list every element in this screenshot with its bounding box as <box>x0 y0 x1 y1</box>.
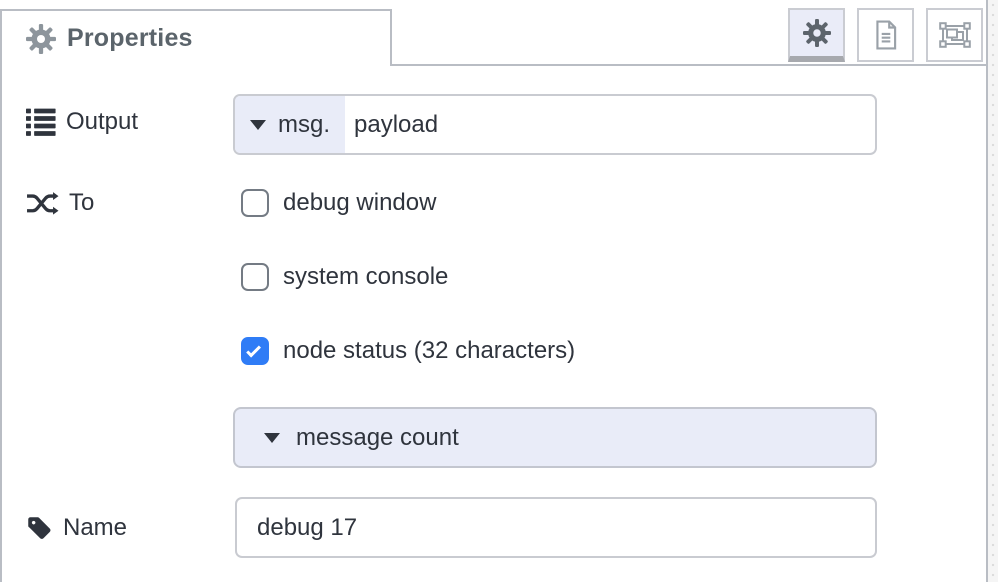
output-typed-input: msg. <box>233 94 877 155</box>
chevron-down-icon <box>264 432 280 443</box>
debug-window-checkbox-row[interactable]: debug window <box>241 189 436 217</box>
system-console-checkbox-row[interactable]: system console <box>241 263 448 291</box>
system-console-checkbox[interactable] <box>241 263 269 291</box>
node-status-label: node status (32 characters) <box>283 337 576 364</box>
to-label-text: To <box>69 189 95 216</box>
properties-tab-button[interactable] <box>788 8 845 62</box>
output-type-select-button[interactable]: msg. <box>235 96 345 153</box>
name-field-label: Name <box>26 513 127 543</box>
tab-properties-label: Properties <box>67 24 193 52</box>
file-text-icon <box>873 20 899 50</box>
editor-tab-toolbar <box>788 8 983 62</box>
panel-left-border <box>0 9 2 582</box>
chevron-down-icon <box>250 119 266 130</box>
debug-window-checkbox[interactable] <box>241 189 269 217</box>
to-field-label: To <box>26 188 94 218</box>
status-type-dropdown[interactable]: message count <box>233 407 877 468</box>
status-type-value: message count <box>296 423 459 451</box>
tabbar-bottom-line <box>392 64 986 66</box>
output-label-text: Output <box>66 108 139 135</box>
debug-window-label: debug window <box>283 189 437 216</box>
tab-properties[interactable]: Properties <box>2 9 392 66</box>
output-type-prefix: msg. <box>278 110 331 138</box>
system-console-label: system console <box>283 263 449 290</box>
shuffle-icon <box>26 190 59 217</box>
description-tab-button[interactable] <box>857 8 914 62</box>
name-label-text: Name <box>63 514 128 541</box>
gear-icon <box>802 19 831 47</box>
gear-icon <box>26 23 56 54</box>
workspace-grid-strip <box>988 0 998 582</box>
name-input[interactable] <box>235 497 877 558</box>
object-group-icon <box>938 21 971 49</box>
appearance-tab-button[interactable] <box>926 8 983 62</box>
tag-icon <box>26 515 53 542</box>
node-status-checkbox-row[interactable]: node status (32 characters) <box>241 337 575 365</box>
panel-right-border <box>986 0 988 582</box>
node-status-checkbox[interactable] <box>241 337 269 365</box>
list-icon <box>26 108 56 136</box>
check-icon <box>246 342 262 358</box>
output-property-input[interactable] <box>345 96 875 153</box>
output-field-label: Output <box>26 107 138 137</box>
